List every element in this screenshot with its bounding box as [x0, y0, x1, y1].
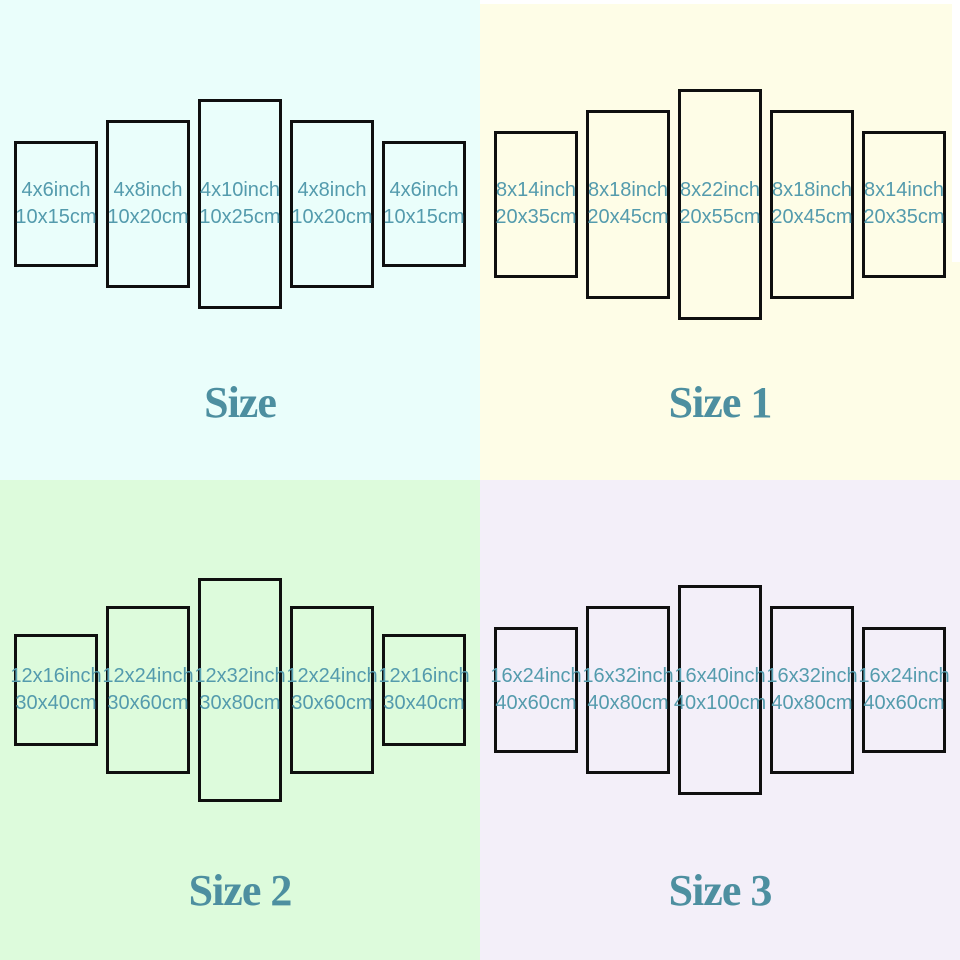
panel-inch-label: 16x32inch: [766, 665, 858, 687]
panel-inch-label: 8x18inch: [771, 179, 853, 201]
panel-inch-label: 12x32inch: [194, 665, 286, 687]
canvas-panel: 8x18inch 20x45cm: [586, 109, 670, 299]
panel-inch-label: 4x6inch: [389, 179, 459, 201]
canvas-panel: 16x32inch 40x80cm: [582, 606, 674, 774]
panel-inch-label: 4x10inch: [199, 179, 281, 201]
quadrant-size-2: 12x16inch 30x40cm 12x24inch 30x60cm 12x3…: [0, 480, 480, 960]
panel-inch-label: 12x24inch: [102, 665, 194, 687]
canvas-panel: 12x24inch 30x60cm: [102, 606, 194, 774]
canvas-panel: 16x24inch 40x60cm: [490, 627, 582, 753]
panel-row: 4x6inch 10x15cm 4x8inch 10x20cm 4x10inch…: [0, 0, 480, 408]
panel-cm-label: 30x60cm: [291, 692, 373, 714]
canvas-panel: 12x16inch 30x40cm: [378, 634, 470, 746]
panel-cm-label: 20x55cm: [679, 206, 761, 228]
panel-cm-label: 30x40cm: [383, 692, 465, 714]
image-padding-artifact: [480, 0, 960, 4]
panel-cm-label: 10x20cm: [291, 206, 373, 228]
panel-inch-label: 8x18inch: [587, 179, 669, 201]
panel-cm-label: 30x60cm: [107, 692, 189, 714]
panel-inch-label: 12x16inch: [10, 665, 102, 687]
panel-cm-label: 20x35cm: [495, 206, 577, 228]
canvas-panel: 4x8inch 10x20cm: [106, 120, 190, 288]
panel-cm-label: 10x20cm: [107, 206, 189, 228]
quadrant-size-1: 8x14inch 20x35cm 8x18inch 20x45cm 8x22in…: [480, 0, 960, 480]
panel-cm-label: 30x80cm: [199, 692, 281, 714]
canvas-panel: 8x14inch 20x35cm: [494, 130, 578, 278]
canvas-panel: 4x10inch 10x25cm: [198, 99, 282, 309]
quadrant-title: Size 3: [668, 865, 773, 915]
panel-inch-label: 8x14inch: [495, 179, 577, 201]
panel-cm-label: 40x80cm: [771, 692, 853, 714]
canvas-panel: 12x16inch 30x40cm: [10, 634, 102, 746]
panel-row: 16x24inch 40x60cm 16x32inch 40x80cm 16x4…: [480, 480, 960, 900]
canvas-panel: 8x18inch 20x45cm: [770, 109, 854, 299]
panel-inch-label: 16x24inch: [858, 665, 950, 687]
panel-cm-label: 30x40cm: [15, 692, 97, 714]
panel-cm-label: 40x100cm: [673, 692, 767, 714]
canvas-panel: 8x22inch 20x55cm: [678, 88, 762, 320]
canvas-panel: 16x32inch 40x80cm: [766, 606, 858, 774]
panel-cm-label: 10x15cm: [383, 206, 465, 228]
panel-inch-label: 16x32inch: [582, 665, 674, 687]
panel-cm-label: 20x35cm: [863, 206, 945, 228]
quadrant-title: Size 2: [188, 865, 293, 915]
panel-cm-label: 20x45cm: [771, 206, 853, 228]
panel-inch-label: 16x40inch: [674, 665, 766, 687]
panel-inch-label: 4x8inch: [297, 179, 367, 201]
canvas-panel: 4x6inch 10x15cm: [382, 141, 466, 267]
panel-inch-label: 8x14inch: [863, 179, 945, 201]
quadrant-size-3: 16x24inch 40x60cm 16x32inch 40x80cm 16x4…: [480, 480, 960, 960]
panel-cm-label: 10x15cm: [15, 206, 97, 228]
canvas-panel: 12x24inch 30x60cm: [286, 606, 378, 774]
canvas-panel: 12x32inch 30x80cm: [194, 578, 286, 802]
canvas-panel: 16x24inch 40x60cm: [858, 627, 950, 753]
quadrant-size: 4x6inch 10x15cm 4x8inch 10x20cm 4x10inch…: [0, 0, 480, 480]
panel-cm-label: 10x25cm: [199, 206, 281, 228]
quadrant-title: Size: [204, 377, 277, 427]
panel-cm-label: 40x60cm: [495, 692, 577, 714]
panel-inch-label: 4x8inch: [113, 179, 183, 201]
canvas-panel: 16x40inch 40x100cm: [674, 585, 766, 795]
panel-cm-label: 40x60cm: [863, 692, 945, 714]
panel-cm-label: 40x80cm: [587, 692, 669, 714]
quadrant-title: Size 1: [668, 377, 773, 427]
panel-row: 12x16inch 30x40cm 12x24inch 30x60cm 12x3…: [0, 480, 480, 900]
panel-inch-label: 16x24inch: [490, 665, 582, 687]
panel-row: 8x14inch 20x35cm 8x18inch 20x45cm 8x22in…: [480, 0, 960, 408]
panel-inch-label: 4x6inch: [21, 179, 91, 201]
canvas-panel: 4x8inch 10x20cm: [290, 120, 374, 288]
panel-inch-label: 12x24inch: [286, 665, 378, 687]
panel-inch-label: 12x16inch: [378, 665, 470, 687]
canvas-panel: 8x14inch 20x35cm: [862, 130, 946, 278]
image-padding-artifact: [952, 0, 960, 262]
panel-inch-label: 8x22inch: [679, 179, 761, 201]
panel-cm-label: 20x45cm: [587, 206, 669, 228]
canvas-panel: 4x6inch 10x15cm: [14, 141, 98, 267]
